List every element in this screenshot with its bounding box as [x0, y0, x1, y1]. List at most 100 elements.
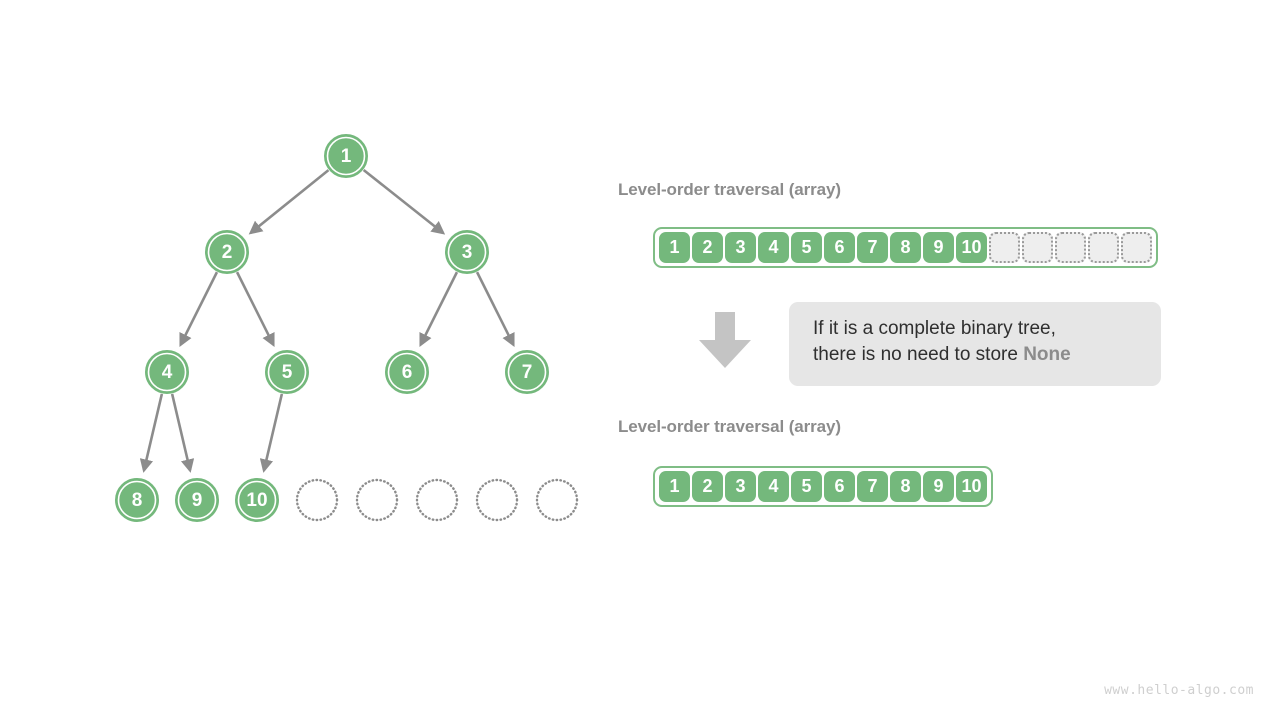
tree-node-core [180, 483, 214, 517]
tree-node: 6 [385, 350, 429, 394]
tree-edge-layer [139, 168, 515, 473]
tree-node: 2 [205, 230, 249, 274]
tree-node-empty-outline [415, 478, 459, 522]
tree-node-label: 7 [522, 362, 533, 383]
tree-node-core [150, 355, 184, 389]
tree-node-core [329, 139, 363, 173]
callout-none-keyword: None [1023, 344, 1071, 365]
array-cell: 4 [758, 471, 789, 502]
tree-node-label: 6 [402, 362, 413, 383]
callout-line-1-text: If it is a complete binary tree, [813, 318, 1056, 339]
tree-node-inner-ring [387, 352, 427, 392]
array-cell: 1 [659, 232, 690, 263]
array-cell-empty [1121, 232, 1152, 263]
tree-node-inner-ring [237, 480, 277, 520]
tree-node: 3 [445, 230, 489, 274]
array-cell: 5 [791, 232, 822, 263]
watermark: www.hello-algo.com [1104, 683, 1254, 698]
tree-node-empty [295, 478, 339, 522]
array-cell: 2 [692, 471, 723, 502]
callout-line-2: there is no need to store None [813, 342, 1141, 368]
callout-box: If it is a complete binary tree, there i… [789, 302, 1161, 386]
array-cell: 3 [725, 471, 756, 502]
tree-node-inner-ring [207, 232, 247, 272]
array-cell: 7 [857, 232, 888, 263]
tree-edge [419, 271, 459, 348]
array-cell: 4 [758, 232, 789, 263]
tree-node-inner-ring [147, 352, 187, 392]
tree-node-core [390, 355, 424, 389]
tree-node: 7 [505, 350, 549, 394]
tree-node-label: 5 [282, 362, 293, 383]
array-cell: 1 [659, 471, 690, 502]
tree-edge [179, 271, 219, 348]
tree-node-inner-ring [507, 352, 547, 392]
tree-node-empty-outline [355, 478, 399, 522]
tree-node-empty [415, 478, 459, 522]
tree-edge [475, 271, 515, 348]
array-cell: 8 [890, 232, 921, 263]
tree-node-core [510, 355, 544, 389]
tree-node: 5 [265, 350, 309, 394]
tree-node-layer: 1 2 3 4 5 6 7 8 9 10 [115, 134, 579, 522]
tree-node-empty-outline [475, 478, 519, 522]
array-cell-empty [1055, 232, 1086, 263]
array-cell: 3 [725, 232, 756, 263]
array-cell: 7 [857, 471, 888, 502]
tree-node-inner-ring [117, 480, 157, 520]
array-cell-empty [1022, 232, 1053, 263]
tree-node: 8 [115, 478, 159, 522]
tree-edge [248, 169, 330, 235]
tree-node-inner-ring [326, 136, 366, 176]
callout-line-2-prefix: there is no need to store [813, 344, 1024, 365]
tree-edge [139, 393, 164, 473]
tree-node-empty-outline [295, 478, 339, 522]
array-cell: 8 [890, 471, 921, 502]
tree-node-empty [355, 478, 399, 522]
tree-node: 9 [175, 478, 219, 522]
array-cell: 2 [692, 232, 723, 263]
array-cell-empty [989, 232, 1020, 263]
top-array-title: Level-order traversal (array) [618, 180, 841, 200]
tree-node-inner-ring [447, 232, 487, 272]
tree-node: 1 [324, 134, 368, 178]
bottom-array-title: Level-order traversal (array) [618, 417, 841, 437]
tree-node-inner-ring [177, 480, 217, 520]
tree-node-label: 3 [462, 242, 473, 263]
tree-node: 10 [235, 478, 279, 522]
binary-tree-graphic: 1 2 3 4 5 6 7 8 9 10 [115, 134, 579, 522]
tree-node-label: 4 [162, 362, 173, 383]
bottom-array-title-text: Level-order traversal (array) [618, 417, 841, 436]
tree-node-empty [535, 478, 579, 522]
down-arrow-icon [699, 312, 751, 368]
tree-node-core [450, 235, 484, 269]
array-cell: 10 [956, 471, 987, 502]
array-cell: 10 [956, 232, 987, 263]
tree-edge [235, 271, 275, 348]
tree-node-label: 10 [246, 490, 267, 511]
tree-node-core [270, 355, 304, 389]
array-cell: 6 [824, 471, 855, 502]
array-cell-empty [1088, 232, 1119, 263]
tree-node-label: 8 [132, 490, 143, 511]
top-array-title-text: Level-order traversal (array) [618, 180, 841, 199]
callout-line-1: If it is a complete binary tree, [813, 316, 1141, 342]
tree-node-core [210, 235, 244, 269]
tree-node-label: 2 [222, 242, 233, 263]
array-cell: 9 [923, 232, 954, 263]
tree-node-empty [475, 478, 519, 522]
array-cell: 9 [923, 471, 954, 502]
tree-node-inner-ring [267, 352, 307, 392]
tree-node: 4 [145, 350, 189, 394]
tree-node-core [120, 483, 154, 517]
tree-edge [362, 168, 446, 235]
tree-edge [259, 393, 284, 473]
array-cell: 5 [791, 471, 822, 502]
array-cell: 6 [824, 232, 855, 263]
tree-edge [170, 393, 195, 473]
